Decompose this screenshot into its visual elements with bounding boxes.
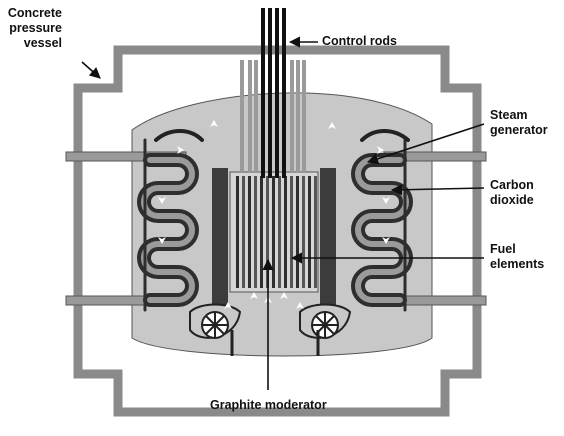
fuel-element-rod — [272, 176, 275, 288]
flow-arrow — [382, 237, 390, 244]
flow-arrow — [158, 197, 166, 204]
leader-lines — [81, 36, 485, 390]
flow-arrow — [377, 146, 384, 154]
fuel-element-rod — [254, 176, 257, 288]
control-rods — [261, 8, 286, 178]
fuel-element-rod — [236, 176, 239, 288]
flow-arrow — [250, 292, 258, 299]
fuel-element-rod — [314, 176, 317, 288]
flow-arrow — [382, 197, 390, 204]
fuel-element-rod — [290, 176, 293, 288]
circulator-left — [189, 303, 242, 356]
flow-arrow — [177, 146, 184, 154]
leader-steam-generator — [366, 123, 485, 165]
flow-arrow — [158, 237, 166, 244]
fuel-element-rod — [260, 176, 263, 288]
label-concrete-pressure-vessel: Concrete pressure vessel — [7, 6, 62, 50]
fuel-element-rod — [242, 176, 245, 288]
standpipe — [296, 60, 300, 172]
fuel-element-rod — [278, 176, 281, 288]
baffles — [154, 129, 410, 142]
fuel-element-rod — [266, 176, 269, 288]
gas-flow-arrows — [158, 120, 390, 309]
fuel-element-rod — [248, 176, 251, 288]
standpipes — [240, 60, 306, 172]
flow-arrow — [210, 120, 218, 127]
flow-arrow — [224, 302, 232, 309]
flow-arrow — [280, 292, 288, 299]
fuel-elements — [236, 176, 317, 288]
leader-vessel — [81, 61, 101, 79]
label-fuel-elements: Fuel elements — [490, 242, 545, 271]
label-control-rods: Control rods — [322, 34, 397, 48]
leader-carbon-dioxide — [390, 184, 485, 196]
standpipe — [302, 60, 306, 172]
fuel-element-rod — [302, 176, 305, 288]
label-steam-generator: Steam generator — [490, 108, 548, 137]
circulator-right — [299, 303, 352, 356]
steam-generator-right — [351, 138, 413, 312]
concrete-pressure-vessel — [73, 45, 482, 417]
flow-arrow — [328, 122, 336, 129]
standpipe — [290, 60, 294, 172]
fuel-element-rod — [284, 176, 287, 288]
label-graphite-moderator: Graphite moderator — [210, 398, 327, 412]
standpipe — [240, 60, 244, 172]
standpipe — [254, 60, 258, 172]
flow-arrow — [296, 302, 304, 309]
fuel-element-rod — [308, 176, 311, 288]
steam-generator-left — [137, 138, 199, 312]
label-carbon-dioxide: Carbon dioxide — [490, 178, 534, 207]
standpipe — [248, 60, 252, 172]
fuel-element-rod — [296, 176, 299, 288]
